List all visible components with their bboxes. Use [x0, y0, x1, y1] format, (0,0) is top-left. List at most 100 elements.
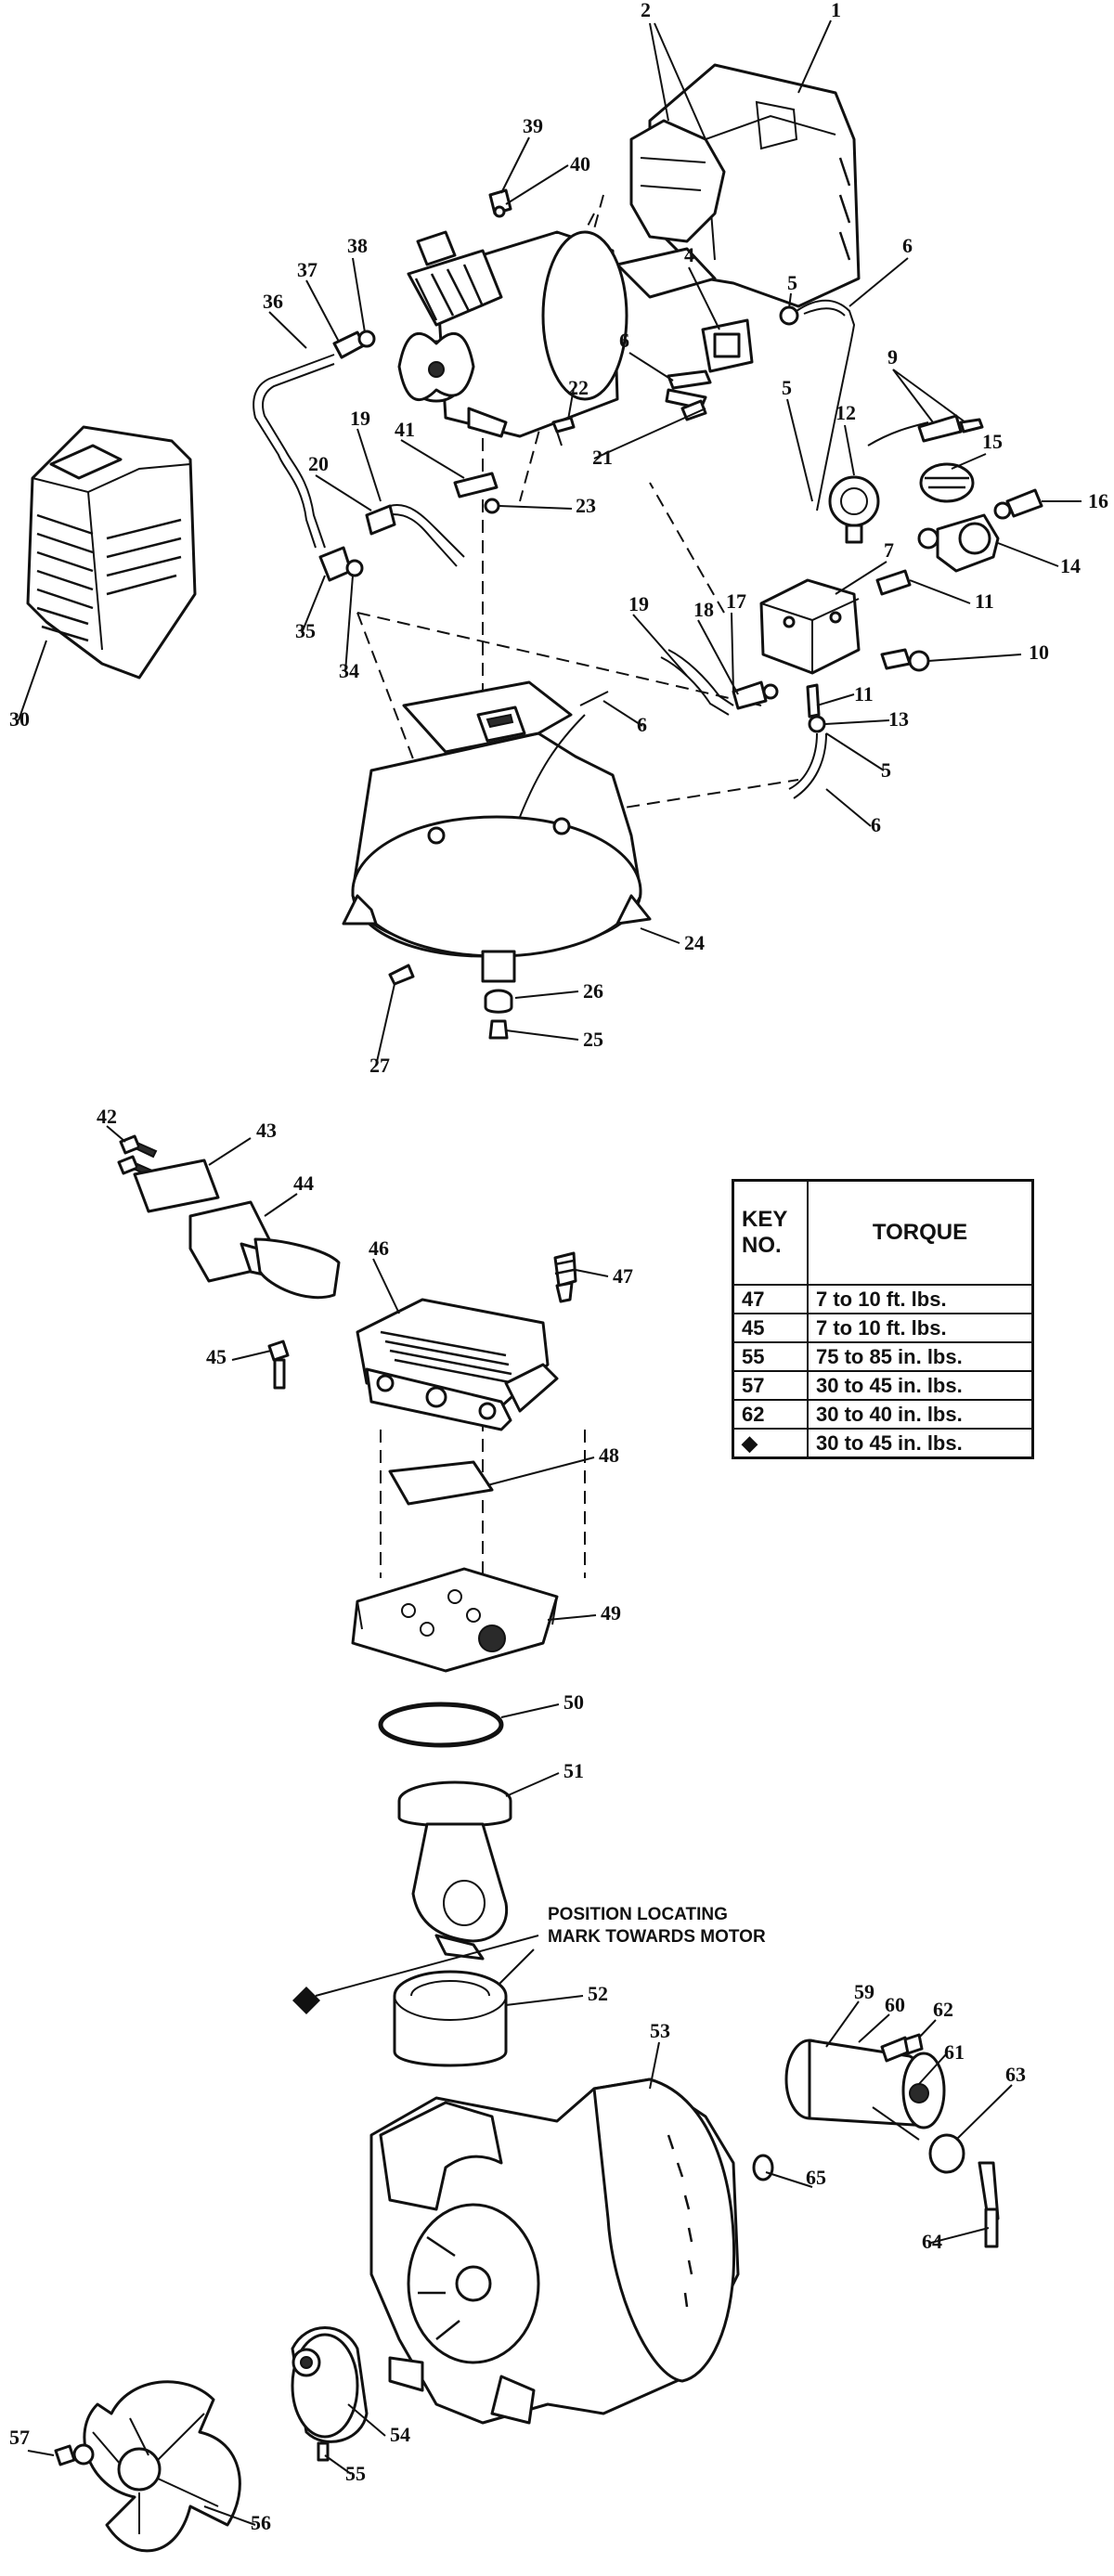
setscrew-part-55	[317, 2441, 330, 2462]
callout-20: 20	[308, 452, 329, 475]
fan-part-56	[83, 2380, 241, 2553]
motor-part-53	[369, 2078, 740, 2425]
callout-56: 56	[251, 2511, 271, 2534]
callout-6c: 6	[871, 813, 881, 836]
callout-55: 55	[345, 2462, 366, 2485]
callout-2: 2	[641, 0, 651, 21]
leader-line	[268, 311, 307, 349]
leader-line	[892, 369, 966, 423]
leader-line	[632, 614, 688, 677]
callout-18: 18	[693, 598, 714, 621]
leader-line	[649, 2041, 660, 2090]
bracket-part-2	[615, 119, 726, 299]
tube-part-19-left	[382, 504, 465, 567]
nut-part-23	[484, 498, 500, 514]
leader-line	[688, 266, 720, 330]
callout-60: 60	[885, 1993, 905, 2016]
tube-part-6	[796, 299, 856, 511]
leader-line	[825, 2000, 860, 2048]
drain-screw-part-25	[488, 1019, 509, 1040]
leader-line	[892, 369, 934, 423]
leader-line	[486, 1456, 595, 1486]
fitting-part-35-34	[318, 546, 364, 582]
leader-line	[927, 654, 1022, 662]
screw-part-22	[551, 416, 576, 447]
callout-47: 47	[613, 1264, 633, 1288]
leader-line	[500, 1703, 560, 1718]
callout-1: 1	[831, 0, 841, 21]
callout-19l: 19	[350, 407, 370, 430]
hose-part-9	[867, 414, 984, 447]
tube-part-6-lower	[788, 732, 827, 799]
callout-39: 39	[523, 114, 543, 137]
callout-57: 57	[9, 2426, 30, 2449]
leader-line	[499, 505, 573, 510]
fitting-part-47	[553, 1251, 577, 1303]
shroud-part-1	[648, 63, 861, 308]
leader-line	[786, 398, 813, 502]
row-torque: 7 to 10 ft. lbs.	[807, 1284, 1034, 1314]
leader-line	[231, 1350, 272, 1361]
capacitor-part-61	[872, 2106, 920, 2141]
leader-line	[997, 542, 1059, 567]
leader-line	[567, 387, 575, 421]
bolt-part-45	[267, 1340, 290, 1390]
row-key: 57	[732, 1370, 809, 1401]
callout-26: 26	[583, 979, 603, 1003]
header-key-no: KEY NO.	[732, 1179, 809, 1286]
header-key-line-1: KEY	[742, 1207, 788, 1232]
screws-part-42	[117, 1134, 158, 1179]
leader-line	[500, 136, 530, 194]
leader-line	[765, 2171, 813, 2188]
callout-24: 24	[684, 931, 705, 954]
leader-line	[788, 292, 792, 309]
gasket-part-43	[133, 1159, 220, 1213]
callout-leader-lines	[18, 19, 1082, 2526]
header-key-line-2: NO.	[742, 1233, 782, 1258]
row-torque: 30 to 45 in. lbs.	[807, 1428, 1034, 1459]
screw-part-21	[680, 399, 707, 421]
leader-line	[400, 439, 465, 479]
valve-part-27	[388, 964, 415, 986]
leader-line	[505, 1029, 579, 1041]
leader-line	[848, 257, 909, 307]
callout-40: 40	[570, 152, 590, 175]
callout-46: 46	[369, 1236, 389, 1260]
callout-6b: 6	[619, 329, 629, 352]
connecting-rod-part-51	[397, 1780, 512, 1961]
leader-line	[649, 22, 669, 122]
leader-line	[816, 693, 855, 706]
torque-table-header: KEY NO. TORQUE	[732, 1179, 1034, 1286]
pressure-switch-part-7	[759, 578, 861, 675]
leader-line	[844, 424, 855, 476]
row-torque: 30 to 40 in. lbs.	[807, 1399, 1034, 1430]
leader-line	[835, 561, 887, 595]
note-line-1: POSITION LOCATING	[548, 1905, 728, 1924]
callout-6d: 6	[637, 713, 647, 736]
leader-line	[930, 2227, 990, 2244]
leader-line	[575, 1269, 609, 1277]
row-torque: 7 to 10 ft. lbs.	[807, 1313, 1034, 1343]
fitting-part-13	[808, 715, 826, 733]
leader-line	[301, 575, 326, 634]
callout-50: 50	[563, 1690, 584, 1714]
callout-5b: 5	[782, 376, 792, 399]
callout-48: 48	[599, 1443, 619, 1467]
table-row: 55 75 to 85 in. lbs.	[732, 1341, 1034, 1372]
leader-line	[356, 428, 382, 502]
leader-line	[505, 1772, 560, 1797]
leader-line	[825, 788, 872, 827]
callout-5c: 5	[881, 758, 891, 782]
bolt-part-57	[54, 2443, 95, 2466]
callout-5: 5	[787, 271, 797, 294]
valve-part-16	[993, 488, 1043, 520]
leader-line	[593, 408, 706, 460]
callout-54: 54	[390, 2423, 410, 2446]
leader-line	[697, 619, 739, 695]
leader-line	[731, 612, 734, 693]
gauge-part-15	[919, 462, 975, 503]
leader-line	[514, 990, 579, 999]
callout-22: 22	[568, 376, 589, 399]
callout-51: 51	[563, 1759, 584, 1782]
shroud-part-30	[26, 425, 197, 680]
